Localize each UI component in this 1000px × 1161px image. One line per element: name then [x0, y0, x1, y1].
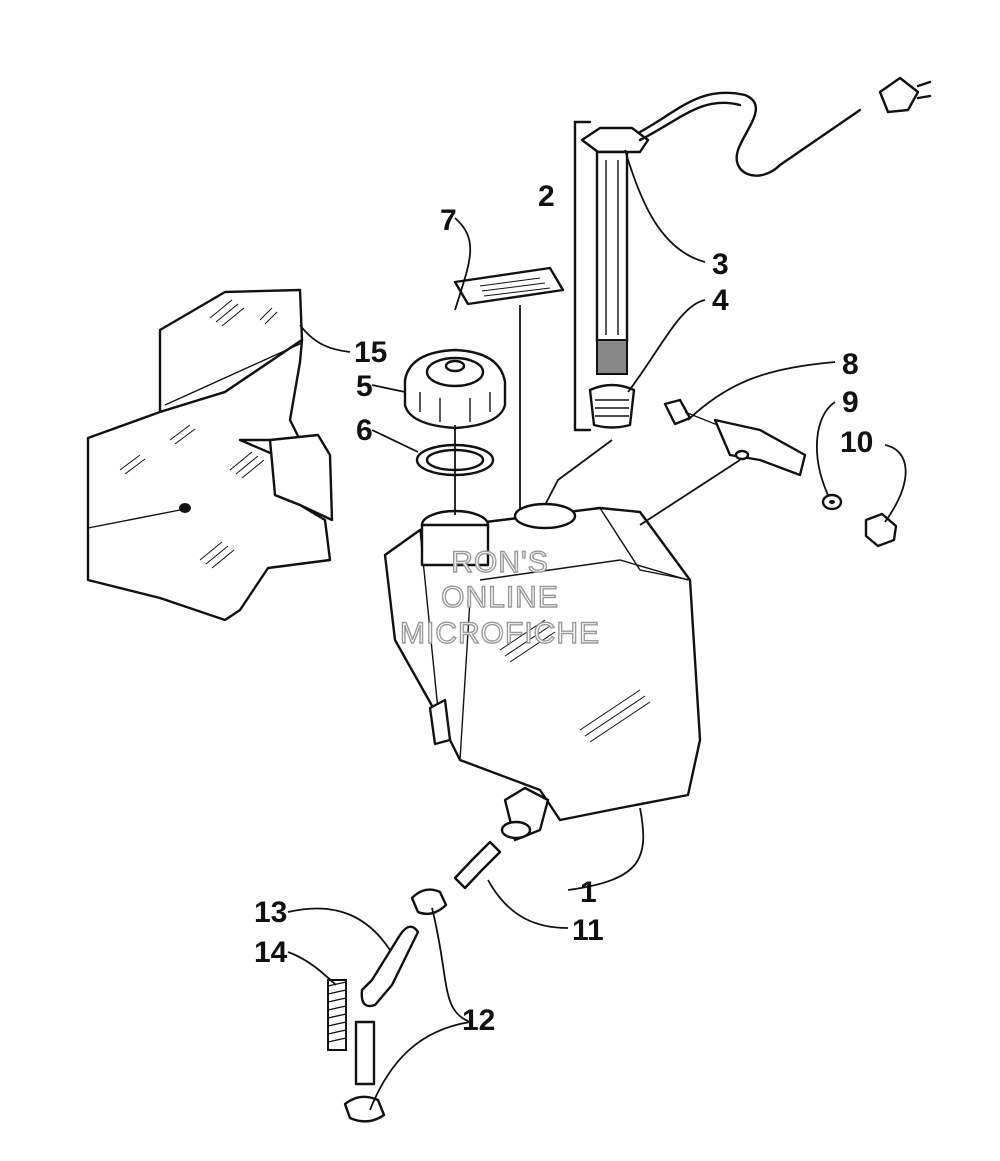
filler-cap: [403, 348, 507, 430]
callout-13: 13: [254, 896, 287, 929]
callout-3: 3: [712, 248, 729, 281]
callout-14: 14: [254, 936, 288, 969]
mount-hardware: [663, 398, 898, 548]
callout-5: 5: [356, 370, 373, 403]
leader-lines: [287, 149, 907, 1111]
callout-15: 15: [354, 336, 387, 369]
callout-4: 4: [712, 284, 729, 317]
watermark-line1: RON'S: [451, 546, 548, 579]
callout-labels: 1 2 3 4 5 6 7 8 9 10 11 12 13 14 15: [254, 180, 873, 1037]
watermark-line3: MICROFICHE: [400, 617, 600, 650]
fuel-line-parts: [327, 840, 502, 1123]
callout-9: 9: [842, 386, 859, 419]
fuel-gauge-sender: [573, 76, 932, 432]
callout-7: 7: [440, 204, 457, 237]
callout-10: 10: [840, 426, 873, 459]
callout-6: 6: [356, 414, 373, 447]
decal: [453, 266, 565, 306]
callout-2: 2: [538, 180, 555, 213]
watermark-line2: ONLINE: [441, 581, 559, 614]
callout-1: 1: [580, 876, 597, 909]
callout-12: 12: [462, 1004, 495, 1037]
fuel-tank: [383, 502, 702, 842]
heat-shield: [86, 288, 334, 622]
watermark: RON'S ONLINE MICROFICHE: [399, 545, 600, 650]
callout-11: 11: [572, 914, 604, 947]
spring: [327, 979, 347, 1051]
callout-8: 8: [842, 348, 859, 381]
